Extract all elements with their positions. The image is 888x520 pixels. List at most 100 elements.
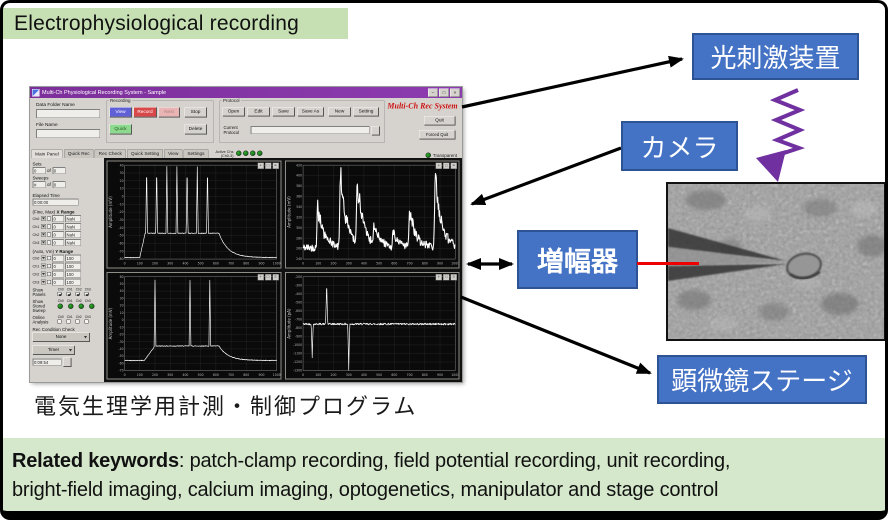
yrange-to-input[interactable]: 100 — [65, 278, 81, 286]
control-strip: Data Folder Name File Name Recording Vie… — [30, 98, 462, 146]
pan-icon[interactable]: ≡ — [272, 162, 279, 169]
range-mode-dropdown[interactable] — [41, 263, 46, 269]
online-analysis-checkbox[interactable] — [57, 319, 62, 324]
tab-quick-rec[interactable]: Quick Rec — [63, 149, 94, 158]
delete-button[interactable]: Delete — [184, 124, 207, 134]
tab-rec-check[interactable]: Rec Check — [94, 149, 126, 158]
yrange-from-input[interactable]: 0 — [52, 254, 64, 262]
quit-button[interactable]: Quit — [424, 116, 455, 125]
stored-sweep-led[interactable] — [57, 303, 63, 309]
sets-value-input[interactable]: 0 — [32, 167, 46, 174]
xrange-to-input[interactable]: NaN — [65, 231, 81, 238]
forced-quit-button[interactable]: Forced Quit — [419, 130, 455, 139]
protocol-browse-button[interactable] — [371, 126, 380, 135]
tab-view[interactable]: View — [164, 149, 183, 158]
show-panel-checkbox[interactable] — [66, 292, 71, 296]
yrange-to-input[interactable]: 100 — [65, 254, 81, 262]
rec-cond-dropdown[interactable]: None — [32, 332, 90, 342]
cursor-icon[interactable]: + — [257, 273, 264, 281]
yrange-from-input[interactable]: 0 — [52, 270, 64, 278]
stored-sweep-led[interactable] — [68, 303, 74, 309]
protocol-save-as-button[interactable]: Save As — [297, 107, 324, 116]
range-enable-checkbox[interactable] — [47, 216, 51, 221]
microscope-stage-box: 顕微鏡ステージ — [657, 355, 867, 404]
protocol-open-button[interactable]: Open — [222, 107, 245, 116]
range-enable-checkbox[interactable] — [47, 272, 51, 276]
next-button[interactable]: Next — [158, 107, 180, 117]
xrange-to-input[interactable]: NaN — [65, 223, 81, 230]
cursor-icon[interactable]: + — [257, 162, 264, 169]
online-analysis-checkbox[interactable] — [84, 319, 89, 324]
yrange-to-input[interactable]: 100 — [65, 262, 81, 270]
range-mode-dropdown[interactable] — [41, 271, 46, 277]
range-enable-checkbox[interactable] — [47, 256, 51, 260]
quick-button[interactable]: Quick — [109, 124, 132, 134]
timer-value-input[interactable]: 0:09:54 — [32, 358, 62, 366]
range-mode-dropdown[interactable] — [41, 232, 46, 237]
range-enable-checkbox[interactable] — [47, 280, 51, 284]
xrange-from-input[interactable]: 0 — [52, 215, 64, 222]
cursor-icon[interactable]: + — [435, 273, 442, 281]
online-analysis-checkbox[interactable] — [75, 319, 80, 324]
range-mode-dropdown[interactable] — [41, 279, 46, 285]
app-titlebar[interactable]: Multi-Ch Physiological Recording System … — [30, 87, 462, 98]
maximize-icon[interactable]: □ — [439, 88, 449, 97]
yrange-from-input[interactable]: 0 — [52, 262, 64, 270]
zoom-icon[interactable]: □ — [264, 273, 272, 281]
show-panel-checkbox[interactable] — [75, 292, 80, 296]
stop-button[interactable]: Stop — [184, 107, 207, 117]
range-mode-dropdown[interactable] — [41, 224, 46, 229]
tab-quick-setting[interactable]: Quick Setting — [126, 149, 164, 158]
xrange-to-input[interactable]: NaN — [65, 239, 81, 246]
zoom-icon[interactable]: □ — [264, 162, 272, 169]
xrange-from-input[interactable]: 0 — [52, 223, 64, 230]
xrange-to-input[interactable]: NaN — [65, 215, 81, 222]
xrange-row-ch2: Ch2 0 NaN — [33, 231, 102, 238]
yrange-to-input[interactable]: 100 — [65, 270, 81, 278]
protocol-new-button[interactable]: New — [328, 107, 351, 116]
stored-sweep-led[interactable] — [89, 303, 95, 309]
range-mode-dropdown[interactable] — [41, 216, 46, 221]
range-mode-dropdown[interactable] — [41, 240, 46, 245]
protocol-save-button[interactable]: Save — [272, 107, 295, 116]
xrange-from-input[interactable]: 0 — [52, 239, 64, 246]
protocol-setting-button[interactable]: Setting — [353, 107, 379, 116]
range-enable-checkbox[interactable] — [47, 232, 51, 237]
x-tick-label: 600 — [391, 262, 397, 266]
range-enable-checkbox[interactable] — [47, 240, 51, 245]
show-panel-checkbox[interactable] — [57, 292, 62, 296]
y-tick-label: -40 — [118, 347, 123, 351]
sets-total-input[interactable]: 0 — [52, 167, 66, 174]
range-enable-checkbox[interactable] — [47, 224, 51, 229]
current-protocol-label: Current Protocol — [223, 125, 240, 135]
zoom-icon[interactable]: □ — [443, 273, 450, 281]
range-mode-dropdown[interactable] — [41, 255, 46, 261]
tab-settings[interactable]: Settings — [183, 149, 209, 158]
pan-icon[interactable]: ≡ — [450, 273, 457, 281]
record-button[interactable]: Record — [133, 107, 157, 117]
tab-main-panel[interactable]: Main Panel — [31, 149, 63, 159]
data-folder-input[interactable] — [36, 109, 100, 118]
timer-set-button[interactable] — [63, 357, 71, 367]
yrange-from-input[interactable]: 0 — [52, 278, 64, 286]
sweeps-value-input[interactable]: # — [32, 181, 46, 188]
protocol-edit-button[interactable]: Edit — [247, 107, 270, 116]
pan-icon[interactable]: ≡ — [272, 273, 279, 281]
cursor-icon[interactable]: + — [435, 162, 442, 169]
online-analysis-checkbox[interactable] — [66, 319, 71, 324]
channel-column-label: Ch0 — [57, 315, 64, 320]
current-protocol-input[interactable] — [250, 126, 370, 134]
xrange-from-input[interactable]: 0 — [52, 231, 64, 238]
show-panel-checkbox[interactable] — [84, 292, 89, 296]
pan-icon[interactable]: ≡ — [450, 162, 457, 169]
file-name-input[interactable] — [36, 129, 100, 138]
zoom-icon[interactable]: □ — [443, 162, 450, 169]
view-button[interactable]: View — [109, 107, 132, 117]
timer-dropdown[interactable]: Timer — [32, 345, 75, 355]
close-icon[interactable]: × — [450, 88, 460, 97]
minimize-icon[interactable]: – — [428, 88, 438, 97]
range-enable-checkbox[interactable] — [47, 264, 51, 268]
stored-sweep-led[interactable] — [78, 303, 84, 309]
sweeps-total-input[interactable]: 0 — [52, 181, 66, 188]
